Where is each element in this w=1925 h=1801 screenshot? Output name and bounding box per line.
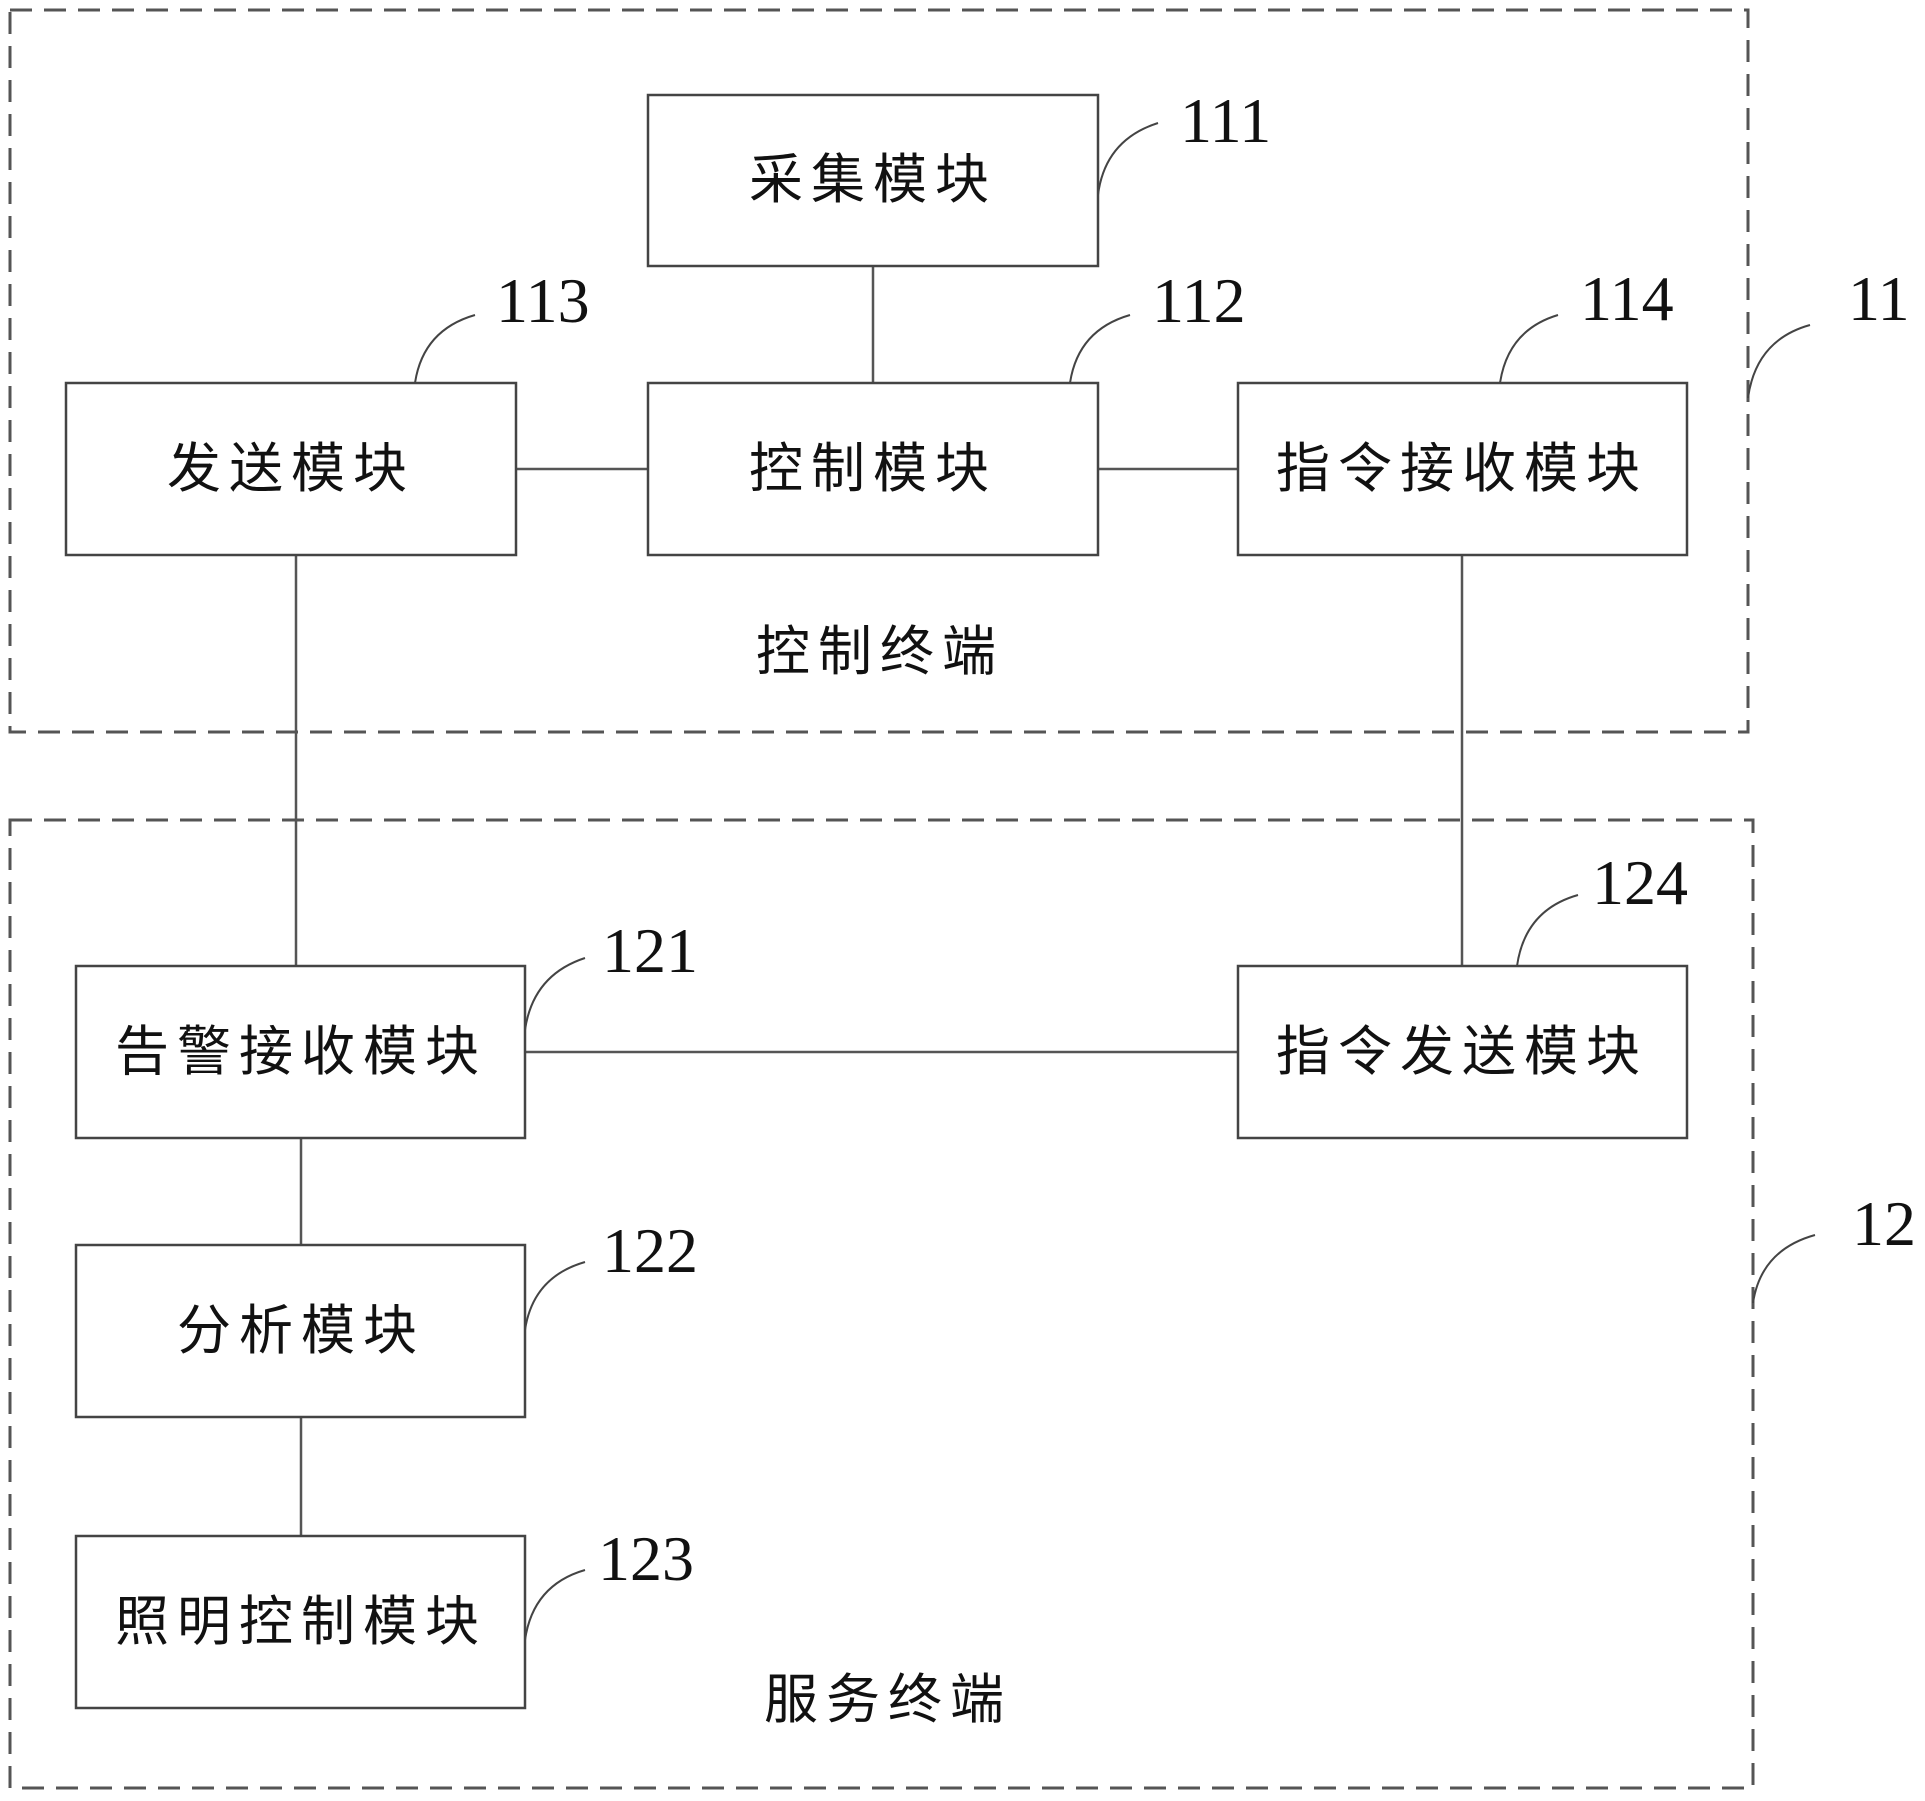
leader-114 [1499,314,1559,384]
module-cmd-send-label: 指令发送模块 [1276,1020,1648,1083]
ref-12: 12 [1852,1188,1916,1259]
module-lighting-label: 照明控制模块 [115,1590,487,1653]
module-control: 控制模块 [646,381,1100,557]
leader-113 [414,314,476,384]
ref-111: 111 [1180,85,1271,156]
module-cmd-receive: 指令接收模块 [1236,381,1689,557]
leader-121 [524,957,586,1031]
service-terminal-label: 服务终端 [764,1668,1012,1731]
ref-122: 122 [602,1215,698,1286]
service-terminal-group [8,818,1755,1790]
leader-11 [1747,324,1811,399]
ref-11: 11 [1848,263,1910,334]
module-analysis: 分析模块 [74,1243,527,1419]
ref-114: 114 [1580,263,1674,334]
leader-122 [524,1261,586,1331]
ref-113: 113 [496,265,590,336]
module-cmd-receive-label: 指令接收模块 [1276,437,1648,500]
leader-112 [1069,314,1131,384]
control-terminal-group [8,8,1750,734]
ref-121: 121 [602,915,698,986]
module-send: 发送模块 [64,381,518,557]
module-lighting: 照明控制模块 [74,1534,527,1710]
module-alarm-receive-label: 告警接收模块 [115,1020,487,1083]
module-collect-label: 采集模块 [749,148,997,211]
module-cmd-send: 指令发送模块 [1236,964,1689,1140]
module-collect: 采集模块 [646,93,1100,268]
module-control-label: 控制模块 [749,437,997,500]
ref-123: 123 [598,1523,694,1594]
ref-112: 112 [1152,265,1246,336]
leader-111 [1097,122,1159,196]
module-send-label: 发送模块 [167,437,415,500]
leader-12 [1752,1234,1816,1304]
module-analysis-label: 分析模块 [177,1299,425,1362]
leader-123 [524,1569,586,1641]
control-terminal-label: 控制终端 [756,620,1004,683]
module-alarm-receive: 告警接收模块 [74,964,527,1140]
leader-124 [1516,894,1579,967]
ref-124: 124 [1592,847,1688,918]
